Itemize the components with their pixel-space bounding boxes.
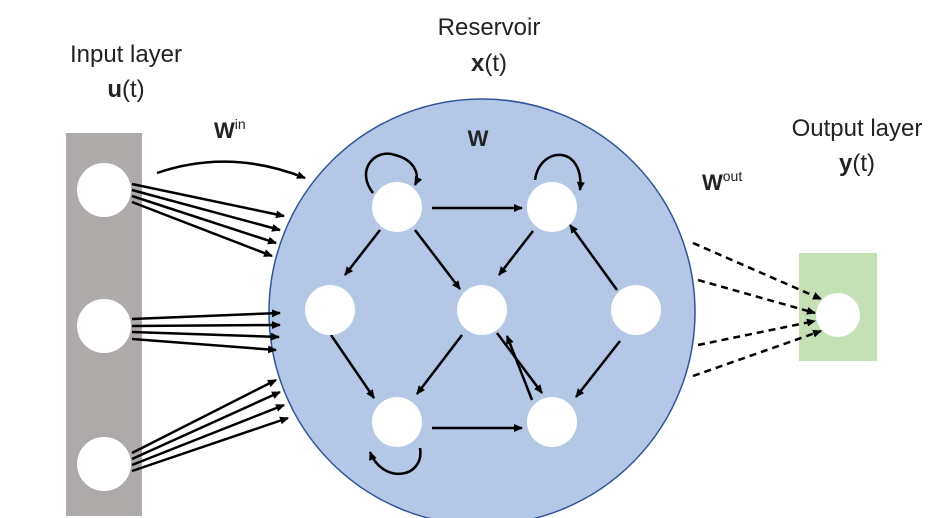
output-layer-title: Output layer: [792, 115, 923, 142]
output-weight-label: Wout: [702, 168, 742, 195]
reservoir-neuron-mid-left: [305, 285, 355, 335]
reservoir-title: Reservoir: [438, 14, 541, 41]
input-layer-title: Input layer: [70, 41, 182, 68]
reservoir-neuron-bottom-right: [527, 397, 577, 447]
reservoir-neuron-top-right: [527, 182, 577, 232]
reservoir-neuron-top-left: [372, 182, 422, 232]
input-weight-label: Win: [214, 116, 246, 143]
reservoir-weight-label: W: [468, 126, 489, 151]
input-neuron-2: [77, 299, 131, 353]
input-layer-variable: u(t): [107, 76, 144, 103]
input-neuron-3: [77, 437, 131, 491]
reservoir-neuron-center: [457, 285, 507, 335]
reservoir-neuron-mid-right: [611, 285, 661, 335]
input-weight-arrows: [131, 160, 306, 473]
reservoir-neuron-bottom-left: [372, 397, 422, 447]
output-layer-variable: y(t): [839, 150, 875, 177]
output-weight-arrows: [692, 241, 822, 378]
reservoir-variable: x(t): [471, 50, 507, 77]
input-neuron-1: [77, 163, 131, 217]
output-neuron: [816, 293, 860, 337]
reservoir-connections: [329, 152, 621, 476]
